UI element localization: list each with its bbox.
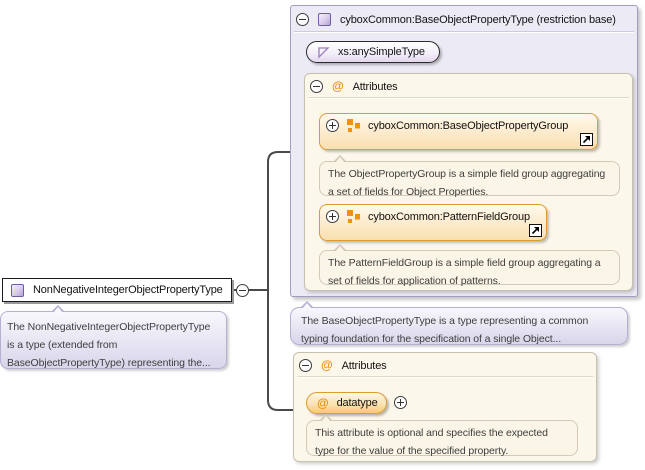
attribute-group-row: cyboxCommon:PatternFieldGroup — [320, 205, 546, 223]
header-separator — [294, 31, 634, 32]
annotation-base-type-text: The BaseObjectPropertyType is a type rep… — [301, 315, 589, 345]
attribute-icon: @ — [317, 395, 329, 410]
annotation-main-type: The NonNegativeIntegerObjectPropertyType… — [0, 305, 227, 369]
attribute-group-label: cyboxCommon:PatternFieldGroup — [368, 210, 530, 223]
annotation-text: The ObjectPropertyGroup is a simple fiel… — [328, 168, 606, 198]
base-type-panel: cyboxCommon:BaseObjectPropertyType (rest… — [290, 5, 638, 297]
attribute-group-row: cyboxCommon:BaseObjectPropertyGroup — [320, 114, 597, 132]
callout-notch — [51, 305, 65, 313]
attributes-header: @ Attributes — [305, 74, 632, 97]
collapse-toggle-attributes[interactable] — [299, 359, 312, 372]
attribute-group-icon — [347, 119, 360, 132]
base-type-anysimpletype-label: xs:anySimpleType — [338, 46, 425, 58]
callout-notch — [300, 301, 314, 309]
attributes-header: @ Attributes — [294, 353, 596, 376]
annotation-patternfieldgroup: The PatternFieldGroup is a simple field … — [319, 244, 620, 287]
expand-toggle-datatype[interactable] — [394, 396, 407, 409]
attribute-group-patternfieldgroup[interactable]: cyboxCommon:PatternFieldGroup — [319, 204, 547, 241]
type-box-main[interactable]: NonNegativeIntegerObjectPropertyType — [2, 278, 232, 302]
attribute-icon: @ — [321, 358, 333, 372]
attribute-name: datatype — [336, 397, 378, 409]
simple-type-icon — [318, 46, 330, 59]
collapse-toggle-base-type[interactable] — [296, 13, 309, 26]
base-type-title: cyboxCommon:BaseObjectPropertyType (rest… — [340, 13, 616, 26]
callout-notch — [333, 155, 347, 163]
attribute-group-baseobjectpropertygroup[interactable]: cyboxCommon:BaseObjectPropertyGroup — [319, 113, 598, 150]
header-separator — [308, 97, 629, 98]
complex-type-icon — [11, 283, 24, 297]
annotation-datatype: This attribute is optional and specifies… — [306, 414, 578, 457]
expand-toggle-icon[interactable] — [326, 210, 339, 223]
attribute-group-label: cyboxCommon:BaseObjectPropertyGroup — [368, 119, 569, 132]
attributes-section-base: @ Attributes cyboxCommon:BaseObjectPrope… — [304, 73, 633, 291]
jump-to-definition-icon[interactable] — [529, 224, 542, 237]
callout-notch — [333, 244, 347, 252]
attributes-panel-own: @ Attributes @ datatype This attribute i… — [293, 352, 597, 462]
collapse-toggle-main-type[interactable] — [236, 284, 249, 297]
attribute-icon: @ — [332, 79, 344, 93]
complex-type-icon — [318, 13, 331, 26]
collapse-toggle-attributes[interactable] — [310, 80, 323, 93]
annotation-text: The PatternFieldGroup is a simple field … — [328, 257, 601, 287]
header-separator — [297, 376, 593, 377]
base-type-anysimpletype[interactable]: xs:anySimpleType — [306, 41, 440, 63]
base-type-panel-header: cyboxCommon:BaseObjectPropertyType (rest… — [291, 6, 637, 31]
attribute-group-icon — [347, 210, 360, 223]
attribute-datatype[interactable]: @ datatype — [306, 392, 387, 414]
type-label: NonNegativeIntegerObjectPropertyType — [33, 284, 223, 296]
expand-toggle-icon[interactable] — [326, 119, 339, 132]
jump-to-definition-icon[interactable] — [580, 133, 593, 146]
annotation-base-type: The BaseObjectPropertyType is a type rep… — [290, 301, 628, 345]
annotation-main-type-text: The NonNegativeIntegerObjectPropertyType… — [7, 321, 211, 369]
annotation-text: This attribute is optional and specifies… — [315, 427, 548, 457]
callout-notch — [319, 414, 333, 422]
annotation-baseobjectpropertygroup: The ObjectPropertyGroup is a simple fiel… — [319, 155, 620, 198]
attributes-title: Attributes — [352, 80, 398, 93]
attributes-title: Attributes — [341, 359, 387, 372]
